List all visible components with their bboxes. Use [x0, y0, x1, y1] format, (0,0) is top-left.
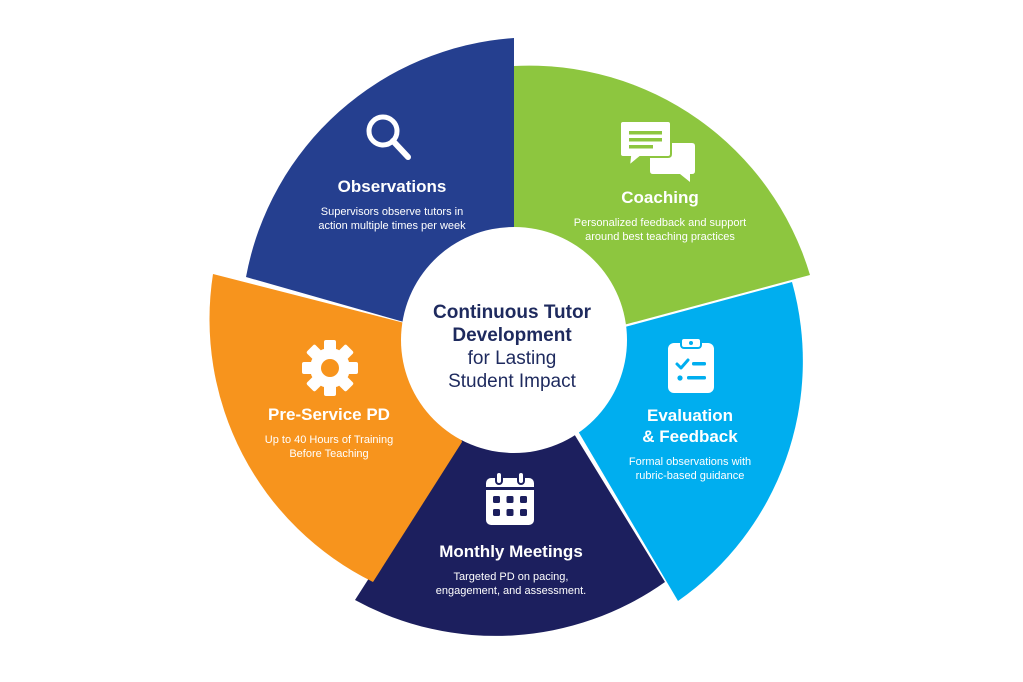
segment-pre-service-pd: [209, 274, 462, 582]
monthly-meetings-title: Monthly Meetings: [439, 542, 583, 561]
center-subtitle-line1: for Lasting: [467, 348, 557, 369]
pre-service-pd-desc-line2: Before Teaching: [289, 448, 369, 460]
pre-service-pd-desc-line1: Up to 40 Hours of Training: [264, 434, 394, 446]
center-subtitle-line2: Student Impact: [448, 371, 576, 392]
center-title-line1: Continuous Tutor: [433, 302, 591, 323]
center-title-line2: Development: [452, 325, 572, 346]
segment-monthly-meetings: [355, 424, 665, 636]
coaching-title: Coaching: [621, 188, 699, 207]
coaching-desc-line2: around best teaching practices: [585, 231, 735, 243]
evaluation-desc-line2: rubric-based guidance: [635, 470, 745, 482]
monthly-meetings-desc-line1: Targeted PD on pacing,: [453, 571, 569, 583]
evaluation-title-line1: Evaluation: [647, 406, 733, 425]
evaluation-desc-line1: Formal observations with: [628, 456, 752, 468]
calendar-icon: [486, 472, 534, 525]
coaching-desc-line1: Personalized feedback and support: [573, 217, 747, 229]
observations-desc-line2: action multiple times per week: [318, 220, 466, 232]
pre-service-pd-title: Pre-Service PD: [268, 405, 390, 424]
clipboard-checklist-icon: [668, 337, 714, 393]
center-circle: [401, 227, 627, 453]
monthly-meetings-desc-line2: engagement, and assessment.: [435, 585, 587, 597]
magnifier-icon: [366, 114, 411, 160]
gear-icon: [302, 340, 358, 396]
segment-evaluation: [568, 282, 803, 601]
chat-bubbles-icon: [620, 121, 695, 182]
observations-title: Observations: [337, 177, 447, 196]
center-label: Continuous Tutor Development for Lasting…: [407, 301, 617, 393]
evaluation-title-line2: & Feedback: [642, 427, 738, 446]
observations-desc-line1: Supervisors observe tutors in: [320, 206, 464, 218]
